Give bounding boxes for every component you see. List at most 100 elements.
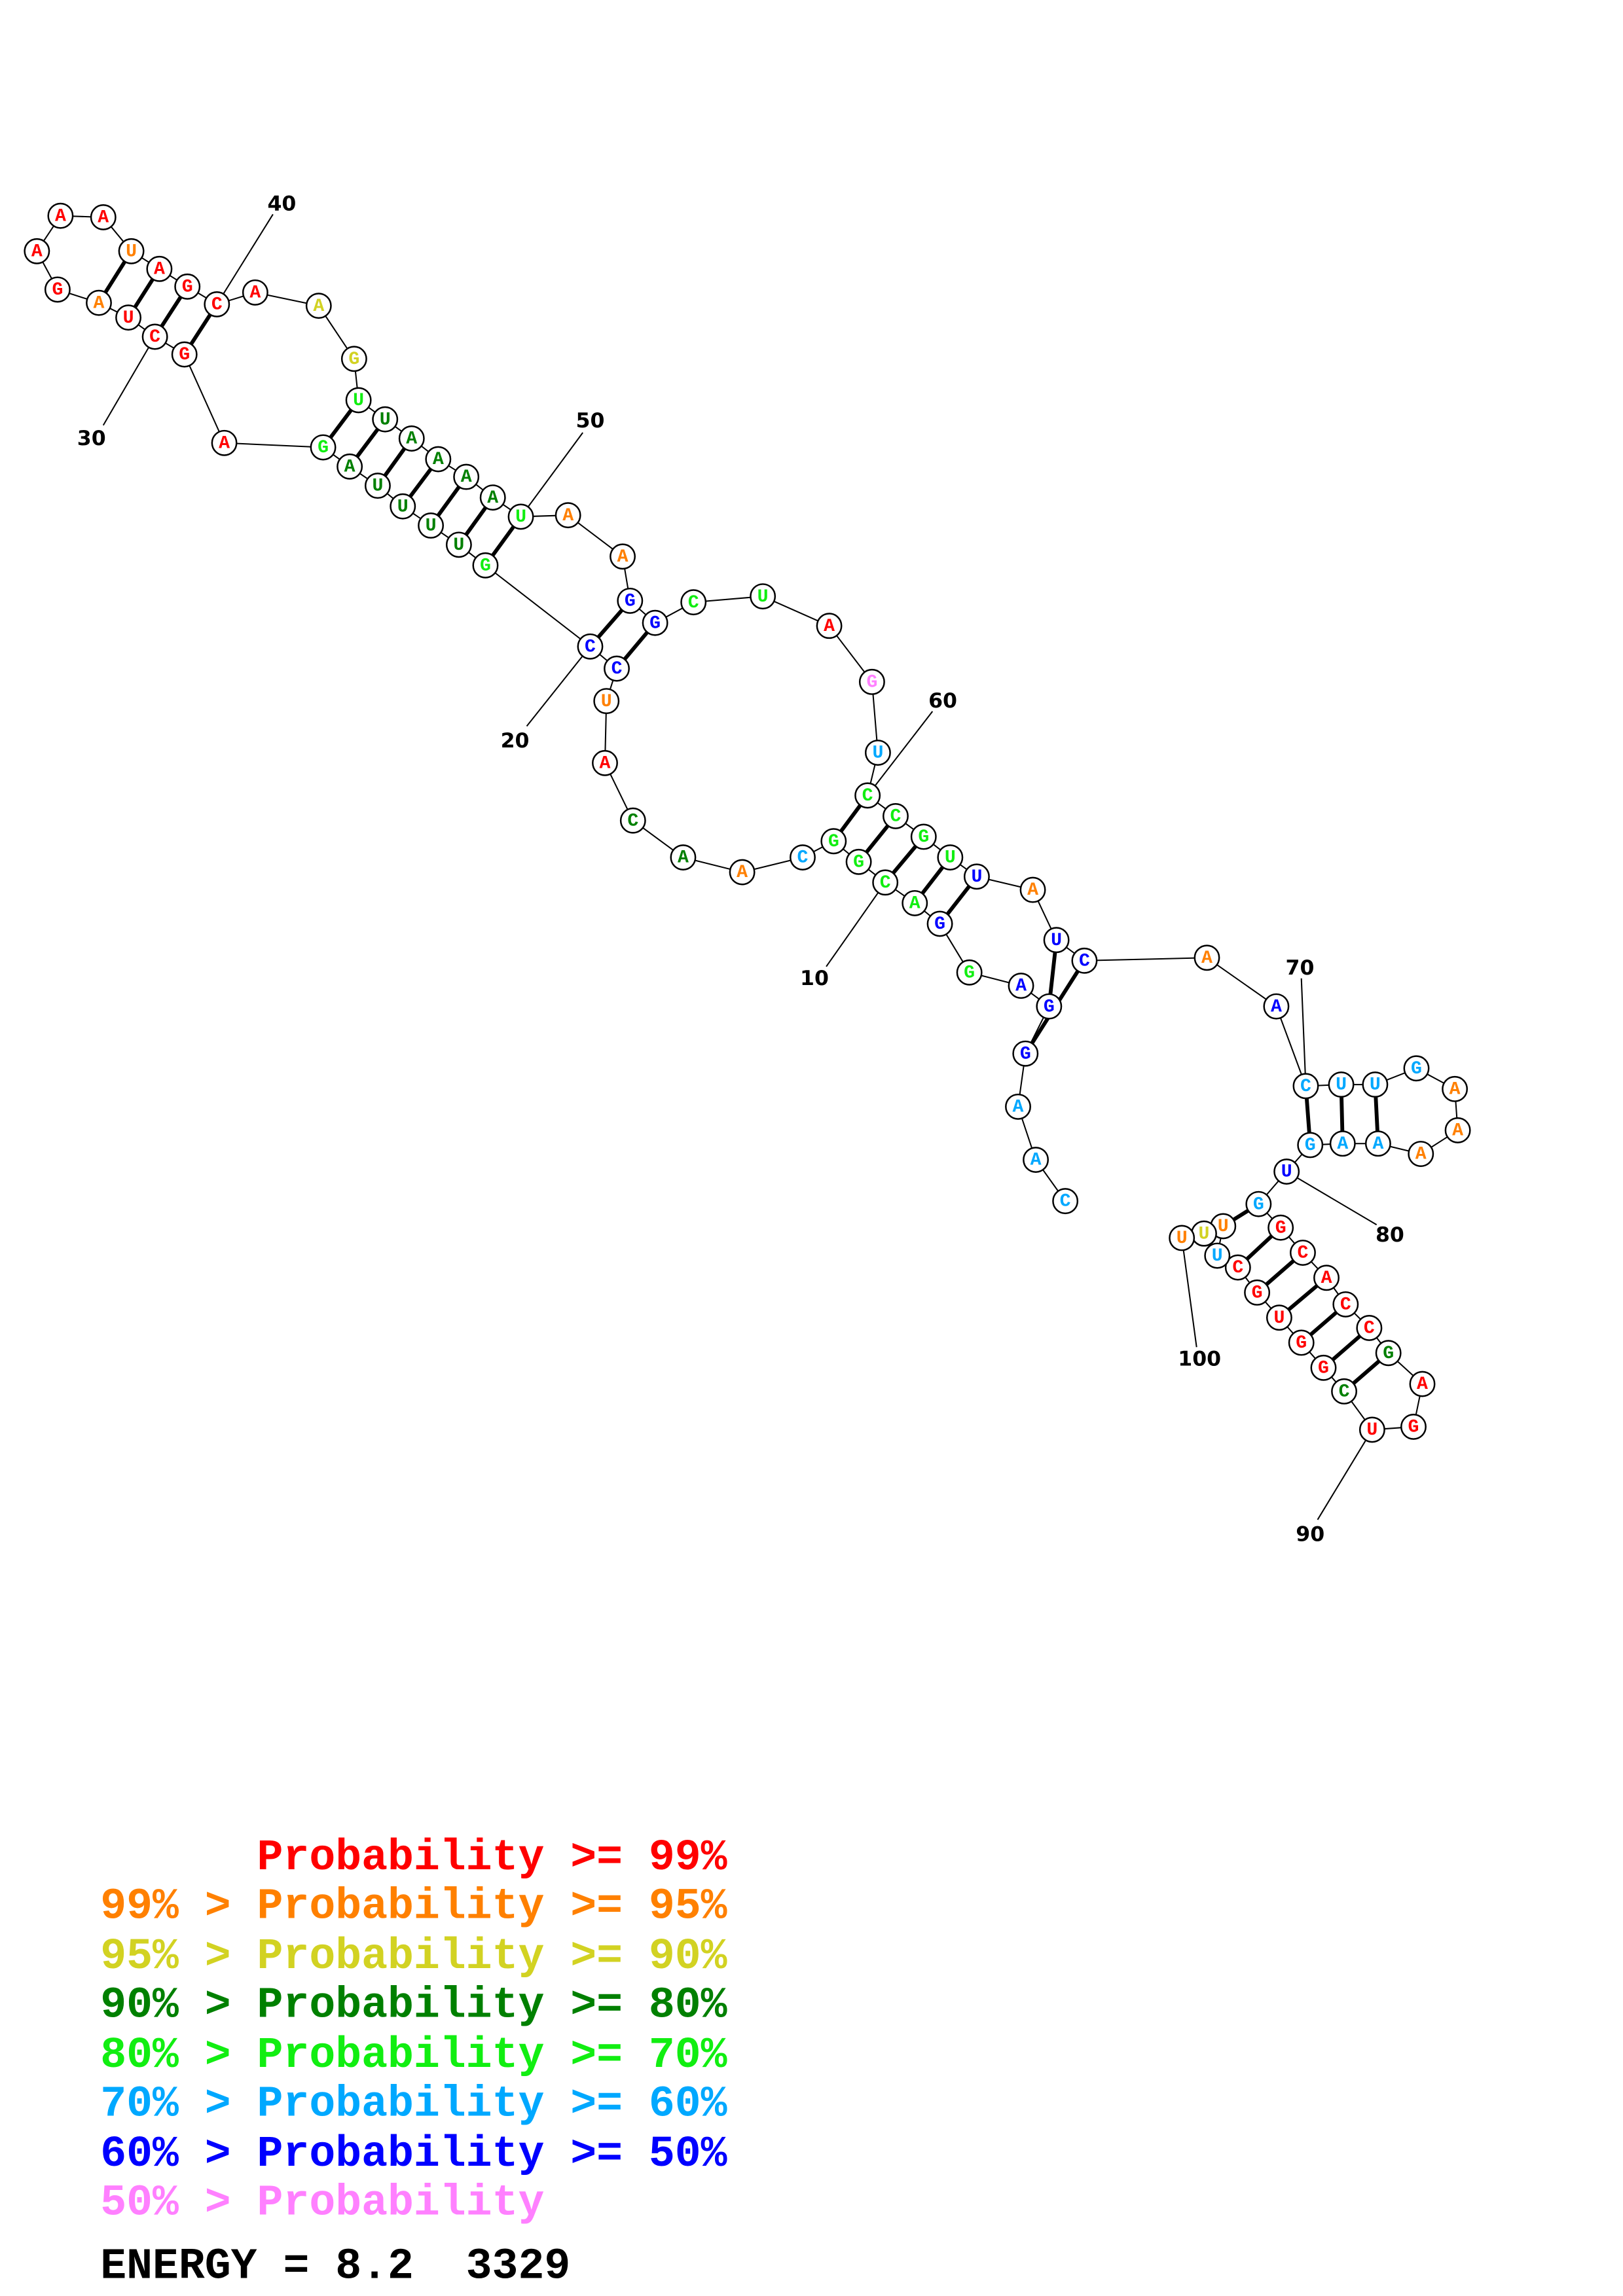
nucleotide-circle	[858, 668, 885, 695]
nucleotide-letter: A	[98, 208, 109, 228]
nucleotide: A	[902, 889, 928, 916]
nucleotide-circle	[1331, 1378, 1358, 1405]
nucleotide: A	[86, 289, 112, 316]
nucleotide-letter: G	[866, 672, 877, 692]
nucleotide-circle	[1442, 1075, 1468, 1102]
nucleotide: A	[1409, 1371, 1436, 1397]
nucleotide: G	[1245, 1191, 1272, 1217]
energy-label: ENERGY = 8.2 3329	[100, 2242, 570, 2291]
nucleotide-letter: C	[890, 807, 902, 827]
nucleotide-circle	[854, 782, 881, 809]
nucleotide-circle	[204, 291, 230, 317]
nucleotide: C	[854, 782, 881, 809]
nucleotide: A	[305, 293, 332, 319]
nucleotide: C	[1052, 1188, 1079, 1215]
nucleotide-circle	[418, 512, 445, 539]
nucleotide-circle	[141, 323, 168, 350]
nucleotide: G	[1288, 1329, 1315, 1356]
legend-line-5: 80% > Probability >= 70%	[100, 2031, 727, 2080]
nucleotide: C	[1332, 1291, 1359, 1318]
nucleotide-circle	[1329, 1130, 1356, 1157]
nucleotide: G	[845, 848, 872, 875]
nucleotide-letter: U	[1199, 1224, 1210, 1244]
nucleotide: U	[937, 844, 964, 870]
nucleotide-circle	[425, 446, 452, 473]
nucleotide: C	[577, 633, 604, 660]
nucleotide-circle	[1288, 1329, 1315, 1356]
nucleotide-circle	[1263, 993, 1290, 1020]
nucleotide-circle	[1310, 1354, 1337, 1381]
legend-line-7: 60% > Probability >= 50%	[100, 2130, 727, 2179]
nucleotide: A	[1444, 1117, 1471, 1143]
nucleotide-circle	[1204, 1242, 1231, 1269]
nucleotide-circle	[472, 552, 499, 579]
nucleotide: A	[24, 238, 50, 264]
nucleotide-letter: C	[688, 593, 699, 613]
nucleotide: G	[858, 668, 885, 695]
nucleotide-circle	[398, 425, 425, 452]
nucleotide-circle	[1012, 1040, 1039, 1067]
position-tick	[102, 336, 156, 426]
nucleotide-circle	[1245, 1191, 1272, 1217]
nucleotide: G	[1267, 1214, 1294, 1241]
nucleotide: G	[926, 910, 953, 937]
backbone-link	[224, 442, 323, 448]
nucleotide: A	[1408, 1141, 1434, 1167]
nucleotide-circle	[118, 238, 145, 264]
nucleotide: C	[141, 323, 168, 350]
nucleotide-letter: U	[380, 410, 391, 430]
nucleotide-letter: C	[1060, 1192, 1071, 1212]
legend-line-4: 90% > Probability >= 80%	[100, 1981, 727, 2030]
nucleotide-circle	[211, 429, 238, 456]
nucleotide-circle	[242, 279, 268, 306]
nucleotide-letter: U	[1051, 931, 1062, 951]
nucleotide-letter: A	[617, 547, 629, 567]
nucleotide-circle	[453, 463, 480, 490]
nucleotide: A	[592, 749, 618, 776]
nucleotide: A	[398, 425, 425, 452]
nucleotide: U	[115, 304, 142, 331]
nucleotide: G	[642, 609, 668, 636]
nucleotide-circle	[340, 346, 367, 372]
nucleotide-circle	[1266, 1304, 1292, 1331]
nucleotide: A	[479, 484, 506, 511]
nucleotide: A	[1023, 1147, 1049, 1173]
nucleotide: U	[1273, 1158, 1300, 1185]
nucleotide-circle	[604, 655, 630, 682]
nucleotide-letter: A	[1027, 880, 1038, 901]
nucleotide: G	[1403, 1055, 1430, 1082]
nucleotide-letter: U	[971, 867, 982, 888]
nucleotide: A	[146, 255, 173, 282]
nucleotide: A	[1313, 1265, 1340, 1291]
nucleotide-letter: A	[824, 617, 835, 637]
nucleotide: U	[372, 406, 399, 433]
nucleotide: U	[418, 512, 445, 539]
nucleotide-letter: A	[249, 283, 261, 304]
nucleotide-letter: U	[372, 476, 383, 497]
nucleotide: U	[118, 238, 145, 264]
nucleotide-letter: U	[1366, 1420, 1377, 1441]
nucleotide-letter: A	[1417, 1374, 1428, 1395]
nucleotide-circle	[577, 633, 604, 660]
nucleotide: C	[1290, 1240, 1316, 1266]
nucleotide-circle	[1408, 1141, 1434, 1167]
position-label: 10	[800, 967, 829, 990]
nucleotide-circle	[1290, 1240, 1316, 1266]
nucleotide: U	[364, 473, 391, 499]
nucleotide-circle	[642, 609, 668, 636]
position-label: 80	[1376, 1223, 1404, 1247]
nucleotide-circle	[1036, 993, 1063, 1020]
nucleotide-circle	[1313, 1265, 1340, 1291]
nucleotide-circle	[1008, 973, 1034, 999]
nucleotide-letter: U	[1370, 1075, 1381, 1096]
nucleotide-letter: A	[562, 506, 574, 526]
nucleotide-circle	[1292, 1073, 1319, 1100]
position-label: 50	[576, 409, 605, 433]
nucleotide: G	[1400, 1413, 1427, 1440]
nucleotide-circle	[1273, 1158, 1300, 1185]
nucleotide: A	[1008, 973, 1034, 999]
nucleotide-letter: G	[348, 350, 359, 370]
nucleotide-letter: U	[1281, 1162, 1292, 1183]
nucleotide-letter: A	[1321, 1268, 1332, 1289]
probability-legend: Probability >= 99% 99% > Probability >= …	[100, 1833, 727, 2291]
